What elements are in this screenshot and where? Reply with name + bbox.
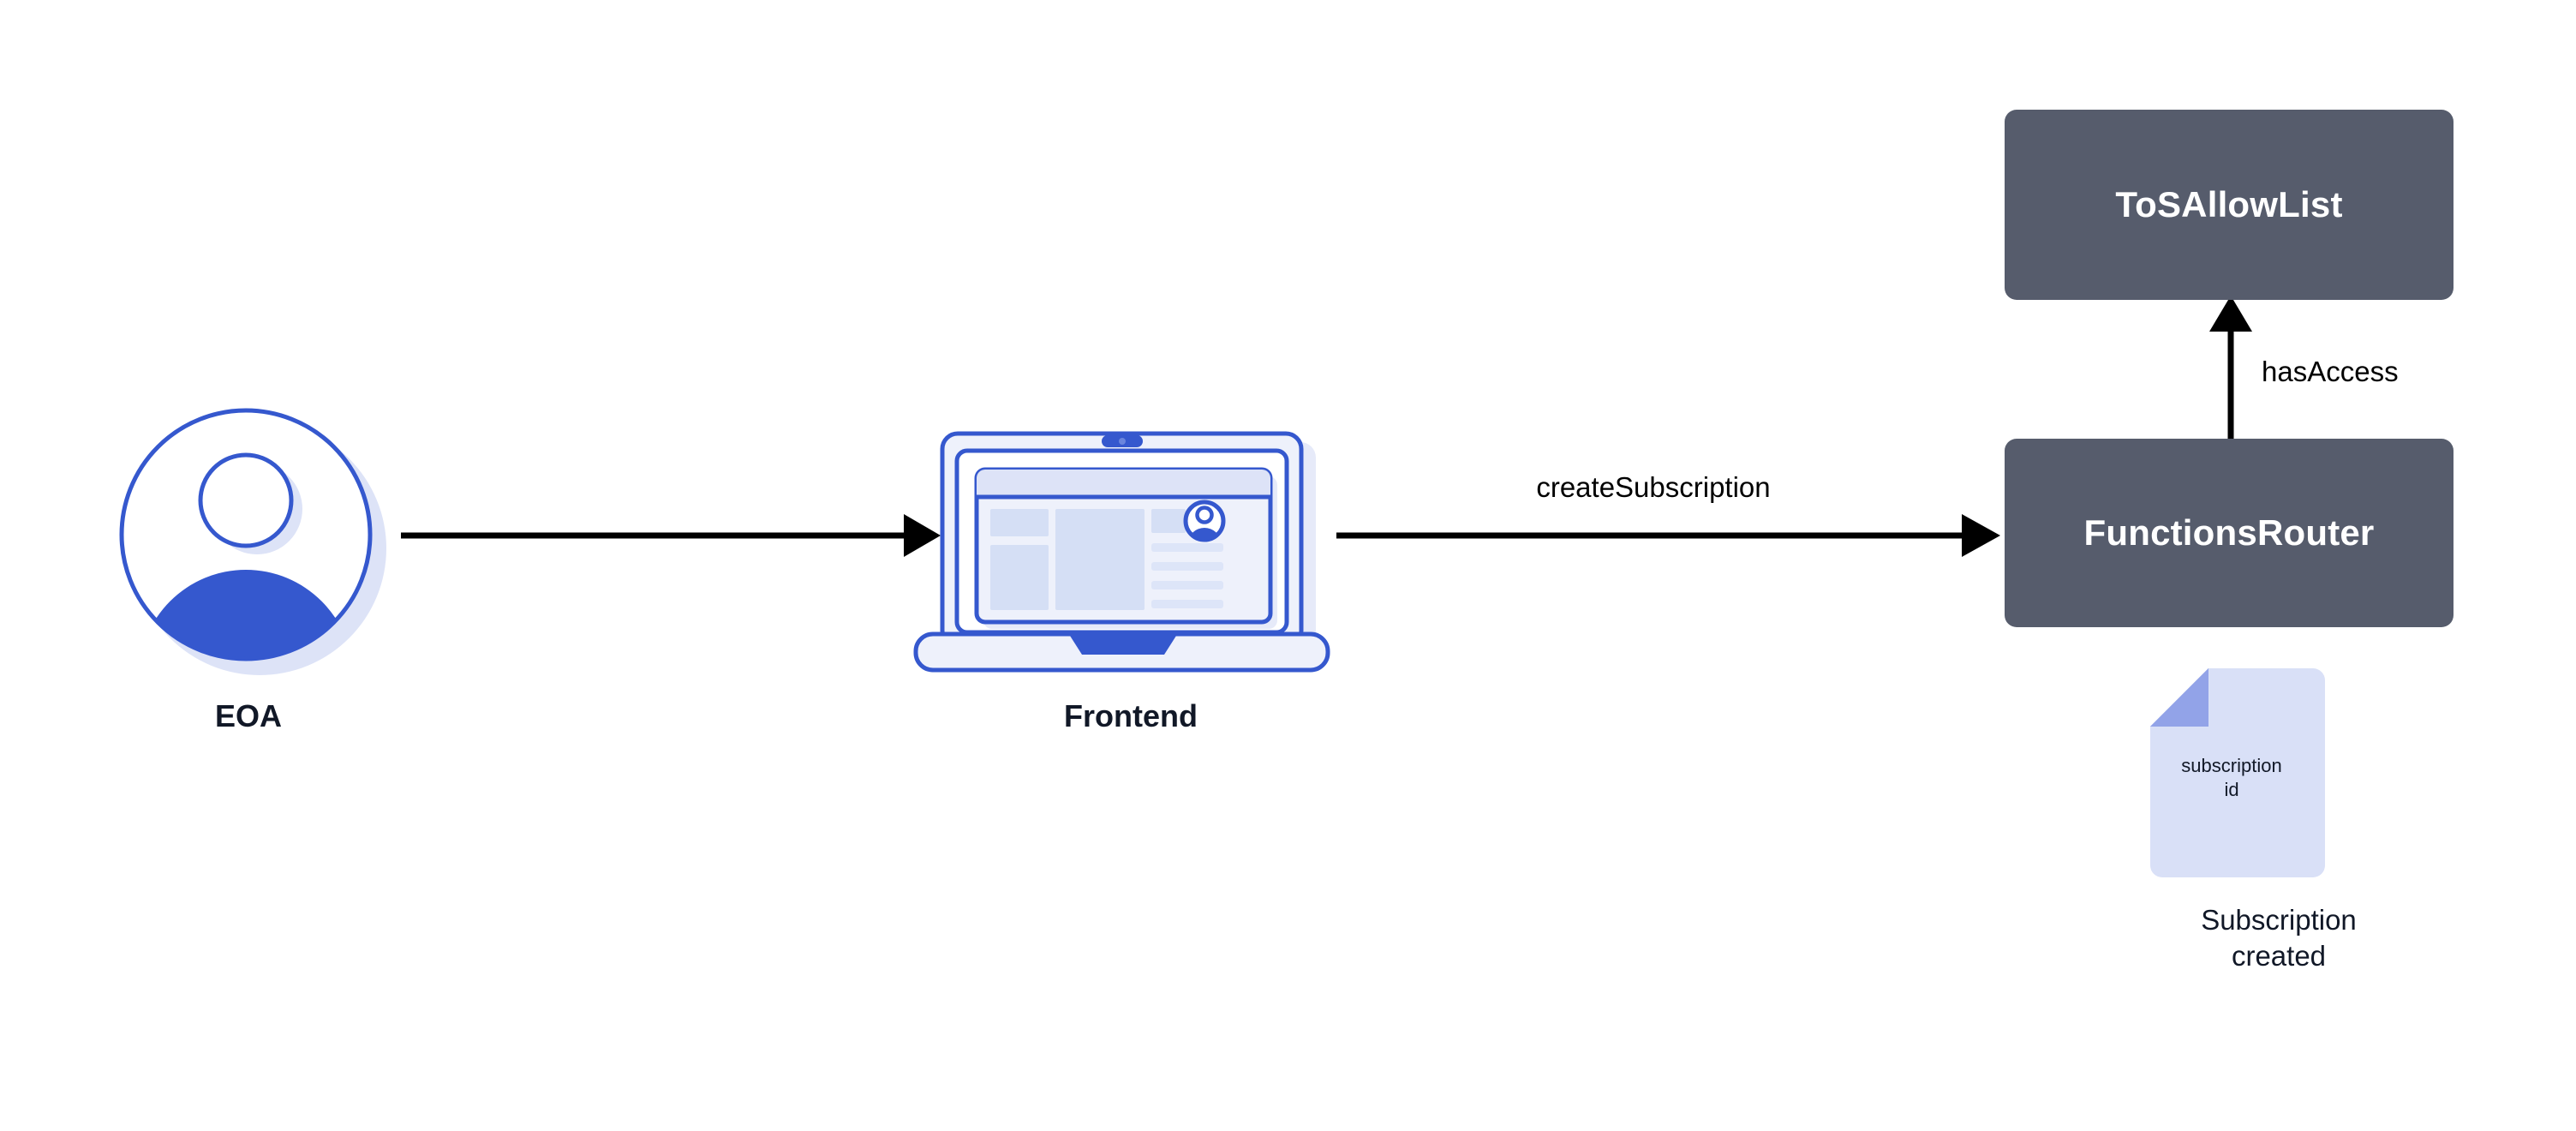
avatar-outer-ring [119,408,373,661]
document-inner-text: subscription id [2142,754,2322,801]
edge-label-has-access: hasAccess [2262,356,2399,387]
arrow-functionsrouter-to-tosallowlist [2209,296,2252,439]
arrow-eoa-to-frontend [401,514,941,557]
avatar-shadow-circle [133,422,386,675]
node-tos-allowlist[interactable]: ToSAllowList [2005,110,2453,300]
document-inner-line-1: subscription [2181,755,2282,776]
node-tos-allowlist-label: ToSAllowList [2115,184,2343,224]
arrow-frontend-to-functionsrouter [1336,514,2000,557]
edge-label-create-subscription: createSubscription [1536,471,1771,503]
laptop-icon [913,431,1330,673]
avatar-head-circle [198,452,294,548]
node-frontend-label: Frontend [1064,698,1198,733]
document-caption-line-2: created [2231,940,2327,972]
node-eoa-label: EOA [214,698,282,733]
node-functions-router-label: FunctionsRouter [2083,512,2375,553]
document-caption-line-1: Subscription [2201,904,2357,936]
document-caption: Subscription created [2082,902,2476,974]
avatar-head-shadow [212,464,302,554]
avatar-body-shape [139,570,353,657]
screen-avatar-icon [1183,500,1226,542]
document-inner-line-2: id [2224,778,2239,800]
node-functions-router[interactable]: FunctionsRouter [2005,439,2453,627]
